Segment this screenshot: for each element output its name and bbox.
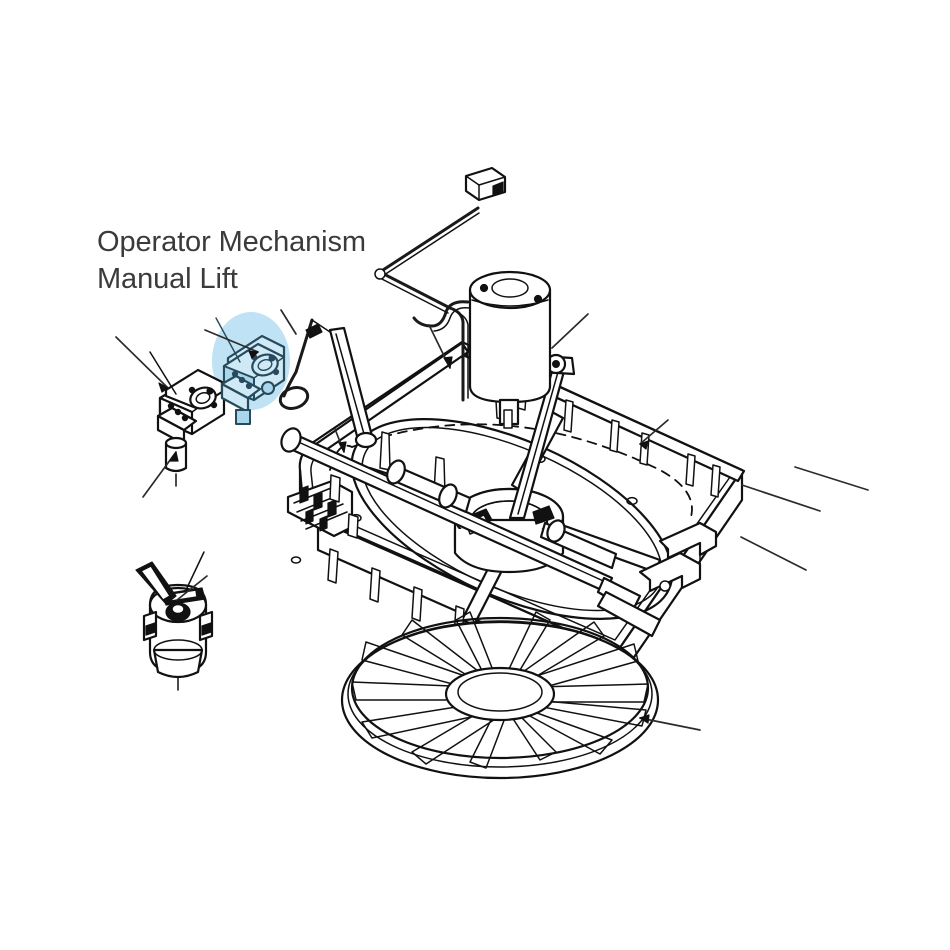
cross-rail [386,459,618,570]
leader-valve-actuator [176,575,208,601]
leader-housing-right-far [794,466,869,491]
leader-housing-lower-right-2 [740,536,807,571]
leader-housing-lower-right-1 [741,484,821,512]
operator-mechanism-highlighted [215,317,286,425]
leader-motor [551,313,589,349]
cotter-pin-loop-tool [278,318,331,410]
valve-actuator-body [135,551,214,691]
fan-blower-wheel [340,611,660,780]
leader-operator-mechanism-alt [115,336,169,389]
crank-handle-rod [374,206,480,402]
terminal-block [286,474,359,539]
torque-bar [280,427,662,638]
terminal-block-pins [299,485,337,532]
callout-text-group: Operator Mechanism Manual Lift [97,226,366,295]
solenoid-cylinder [164,436,188,487]
handle-grip-cap [464,166,507,202]
leader-torque-bar [280,309,297,335]
callout-line-1: Operator Mechanism [97,226,366,258]
operator-mechanism-alt [149,351,226,446]
motor-assembly [412,270,552,429]
linkage-post-arm [328,326,378,449]
leader-fan-wheel [639,717,701,731]
housing-latch-bracket [638,521,718,593]
leader-lines [115,309,869,731]
leader-operator-mechanism-highlighted [204,329,259,353]
callout-line-2: Manual Lift [97,263,238,295]
leader-housing-edge-right [639,419,669,445]
